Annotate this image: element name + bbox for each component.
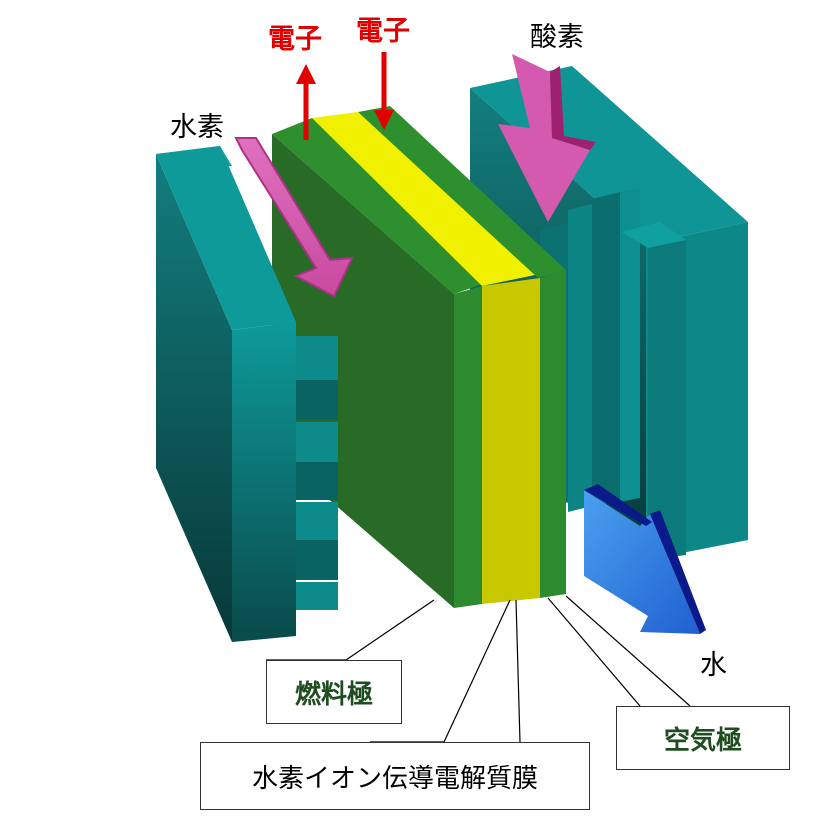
membrane-label: 水素イオン伝導電解質膜 bbox=[251, 763, 538, 794]
electron-label-left: 電子 bbox=[268, 24, 322, 55]
electron-in-arrow bbox=[374, 52, 394, 130]
membrane-callout: 水素イオン伝導電解質膜 bbox=[200, 742, 590, 810]
air-electrode-label: 空気極 bbox=[663, 725, 742, 756]
callout-leaders bbox=[266, 595, 691, 743]
fuel-electrode-callout: 燃料極 bbox=[266, 660, 402, 724]
fuel-electrode-label: 燃料極 bbox=[294, 679, 373, 710]
air-electrode-front bbox=[540, 270, 566, 598]
electron-out-arrow bbox=[296, 64, 316, 140]
electron-label-right: 電子 bbox=[356, 16, 410, 47]
membrane-front bbox=[482, 278, 540, 604]
oxygen-label: 酸素 bbox=[530, 22, 584, 53]
fuel-side-separator-plate bbox=[156, 146, 338, 642]
fuel-electrode-front bbox=[454, 286, 482, 608]
water-outflow-arrow bbox=[584, 484, 706, 634]
oxygen-inflow-arrow bbox=[498, 54, 596, 222]
air-electrode-callout: 空気極 bbox=[616, 706, 790, 770]
air-electrode-top bbox=[358, 106, 566, 278]
hydrogen-label: 水素 bbox=[170, 112, 224, 143]
water-label: 水 bbox=[700, 650, 727, 681]
hydrogen-inflow-arrow bbox=[234, 137, 354, 298]
membrane-top bbox=[312, 112, 540, 286]
